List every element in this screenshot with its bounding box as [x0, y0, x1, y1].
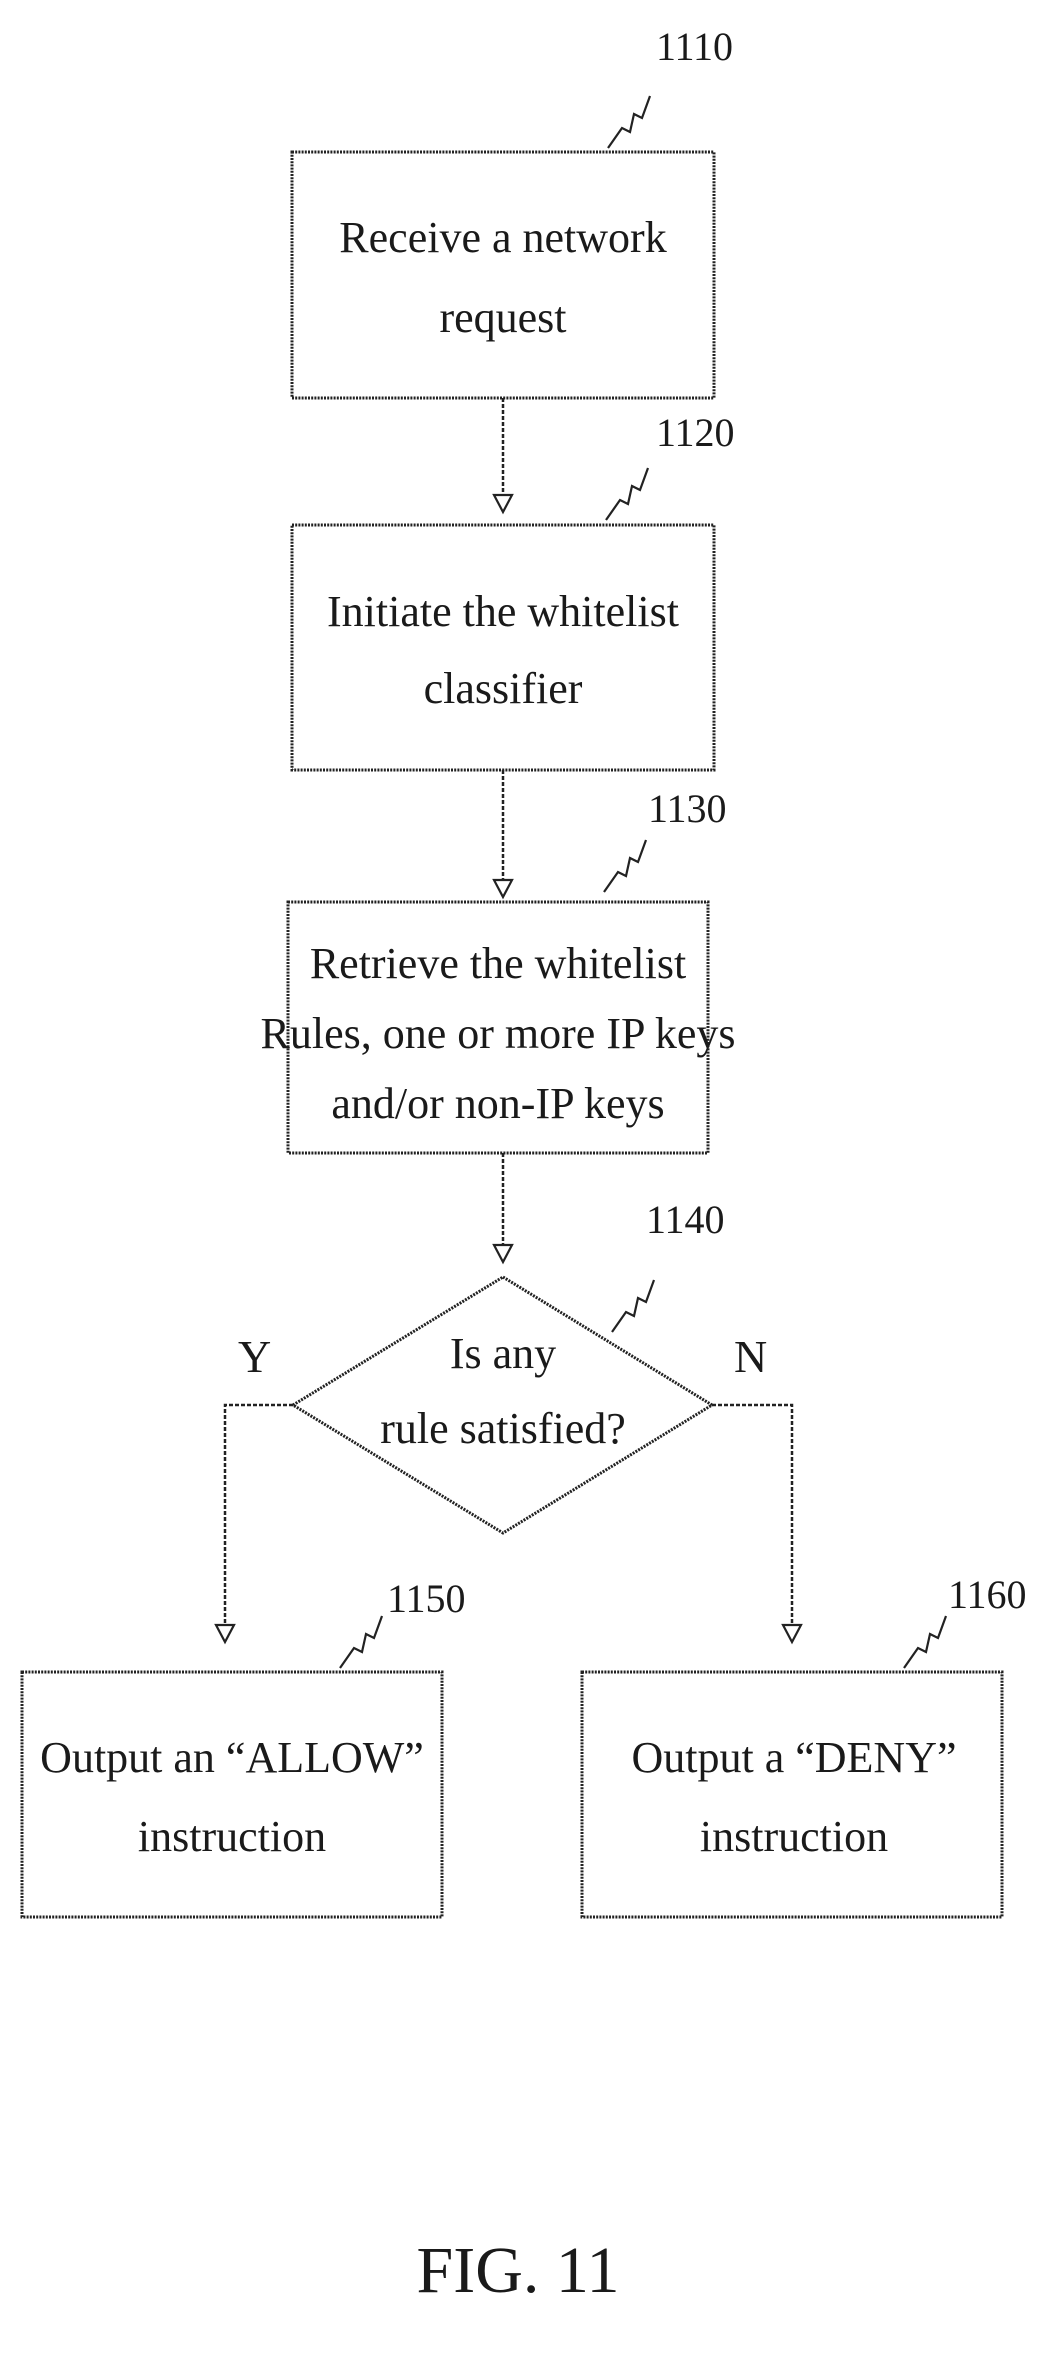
branch-label-yes: Y	[238, 1331, 271, 1382]
edge-1140-1150	[225, 1405, 293, 1625]
node-1110-box	[292, 152, 714, 398]
node-1120-box	[292, 525, 714, 770]
node-1150-box	[22, 1672, 442, 1917]
ref-1160-leader	[904, 1616, 946, 1668]
node-1150-line-1: Output an “ALLOW”	[40, 1733, 424, 1782]
ref-1120-leader	[606, 468, 648, 520]
node-1160-line-1: Output a “DENY”	[631, 1733, 956, 1782]
ref-1150-leader	[340, 1616, 382, 1668]
node-1140-line-2: rule satisfied?	[380, 1404, 626, 1453]
node-1140-line-1: Is any	[450, 1329, 556, 1378]
node-1150-line-2: instruction	[138, 1812, 326, 1861]
edge-1140-1160	[712, 1405, 792, 1625]
ref-1150: 1150	[387, 1576, 466, 1621]
node-1130-line-2: Rules, one or more IP keys	[261, 1009, 736, 1058]
ref-1120: 1120	[656, 410, 735, 455]
node-1110-line-2: request	[439, 293, 566, 342]
ref-1110-leader	[608, 96, 650, 148]
arrowhead-1140	[494, 1245, 512, 1262]
arrowhead-1130	[494, 880, 512, 897]
node-1130-line-3: and/or non-IP keys	[331, 1079, 664, 1128]
ref-1110: 1110	[656, 24, 733, 69]
node-1160-box	[582, 1672, 1002, 1917]
arrowhead-1160	[783, 1625, 801, 1642]
ref-1130: 1130	[648, 786, 727, 831]
node-1130-line-1: Retrieve the whitelist	[310, 939, 686, 988]
ref-1140: 1140	[646, 1197, 725, 1242]
node-1120-line-2: classifier	[424, 664, 583, 713]
arrowhead-1120	[494, 495, 512, 512]
ref-1140-leader	[612, 1280, 654, 1332]
arrowhead-1150	[216, 1625, 234, 1642]
node-1110-line-1: Receive a network	[339, 213, 666, 262]
branch-label-no: N	[734, 1331, 767, 1382]
node-1120-line-1: Initiate the whitelist	[327, 587, 679, 636]
node-1160-line-2: instruction	[700, 1812, 888, 1861]
ref-1130-leader	[604, 840, 646, 892]
figure-label: FIG. 11	[417, 2234, 620, 2307]
ref-1160: 1160	[948, 1572, 1027, 1617]
